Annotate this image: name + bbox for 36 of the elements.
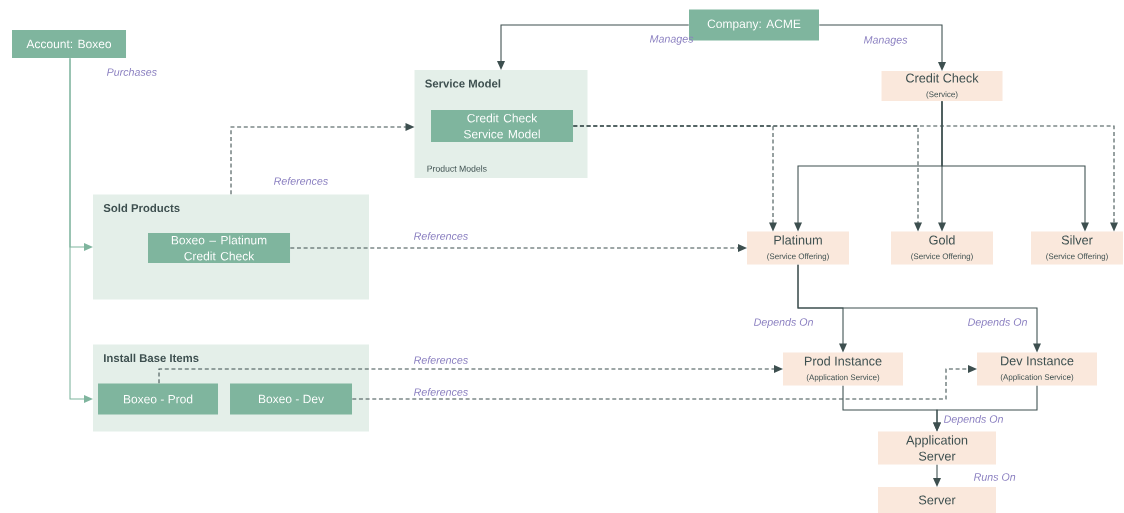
arrow <box>818 24 946 71</box>
arrow <box>941 100 1089 232</box>
service-box: Gold (Service Offering) <box>891 231 993 265</box>
edge-label: Purchases <box>106 68 157 76</box>
entity-box: Boxeo - Prod <box>98 383 218 415</box>
service-box: Silver (Service Offering) <box>1031 231 1123 265</box>
edge-label: References <box>413 232 468 240</box>
arrow <box>933 464 941 487</box>
dashed-arrow <box>158 365 783 384</box>
service-box: Dev Instance (Application Service) <box>977 352 1097 386</box>
entity-box: Company: ACME <box>689 9 819 41</box>
service-box: Platinum (Service Offering) <box>747 231 849 265</box>
service-box: Prod Instance (Application Service) <box>783 352 903 386</box>
entity-box: Credit Check Service Model <box>431 110 573 142</box>
dashed-arrow <box>572 125 1118 232</box>
service-box: Credit Check (Service) <box>881 71 1003 101</box>
dashed-arrow <box>289 244 747 252</box>
entity-box: Account: Boxeo <box>12 30 126 58</box>
service-box: Server <box>878 487 996 513</box>
entity-box: Boxeo - Dev <box>230 383 352 415</box>
edge-label: References <box>273 177 328 185</box>
arrow <box>497 24 690 70</box>
edge-label: Manages <box>863 36 908 46</box>
dashed-arrow <box>230 123 415 195</box>
edge-label: Runs On <box>973 473 1016 481</box>
service-box: Application Server <box>878 431 996 465</box>
edge-label: Depends On <box>943 415 1003 425</box>
dashed-arrow <box>351 365 977 400</box>
edge-label: Depends On <box>967 318 1027 328</box>
edge-label: References <box>413 356 468 364</box>
arrow <box>797 264 1041 353</box>
entity-box: Boxeo – Platinum Credit Check <box>148 233 290 263</box>
arrow <box>69 57 93 403</box>
edge-label: References <box>413 388 468 396</box>
arrow <box>933 385 1038 432</box>
edge-label: Depends On <box>753 318 813 328</box>
